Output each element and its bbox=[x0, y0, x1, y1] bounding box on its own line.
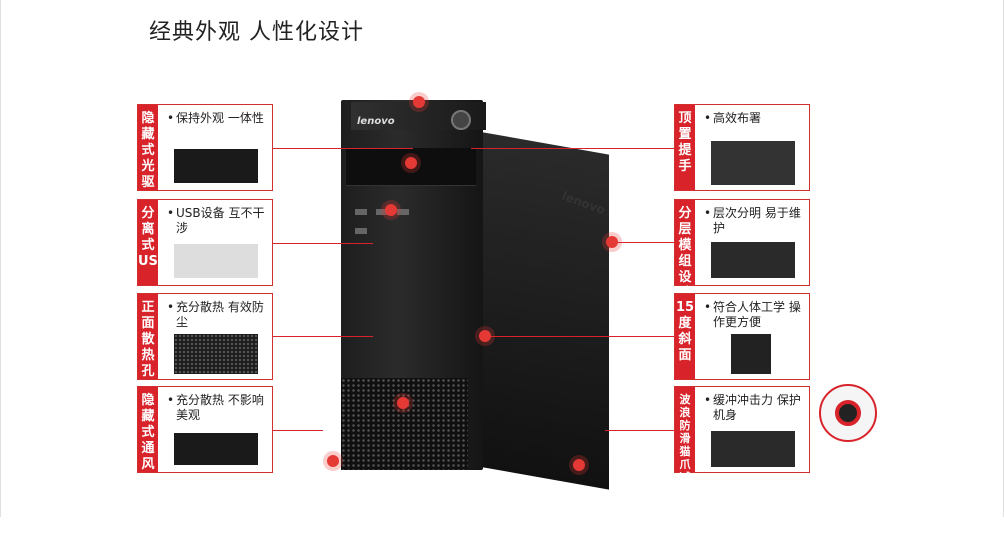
feature-card-top-handle: 顶置提手 高效布署 bbox=[674, 104, 810, 191]
connector-line bbox=[605, 430, 674, 431]
page-title: 经典外观 人性化设计 bbox=[149, 20, 364, 45]
connector-line bbox=[273, 336, 373, 337]
feature-text: 高效布署 bbox=[704, 111, 809, 126]
feature-tag: 隐藏式光驱 bbox=[138, 105, 158, 190]
feature-tag: 顶置提手 bbox=[675, 105, 695, 190]
front-vent-grille bbox=[341, 378, 468, 470]
hotspot-dot bbox=[413, 96, 425, 108]
front-usb-ports bbox=[355, 200, 431, 234]
feature-text: 充分散热 不影响美观 bbox=[167, 393, 272, 423]
drive-image bbox=[174, 149, 258, 183]
tower-side-panel bbox=[481, 132, 609, 490]
feature-text: 保持外观 一体性 bbox=[167, 111, 272, 126]
feature-card-hidden-drive: 隐藏式光驱 保持外观 一体性 bbox=[137, 104, 273, 191]
feature-tag: 15度斜面 bbox=[675, 294, 695, 379]
feature-text: 缓冲冲击力 保护机身 bbox=[704, 393, 809, 423]
connector-line bbox=[485, 336, 674, 337]
vent-slot-image bbox=[174, 433, 258, 465]
feature-text: 充分散热 有效防尘 bbox=[167, 300, 272, 330]
foot-pad-icon bbox=[835, 400, 861, 426]
feature-card-slope: 15度斜面 符合人体工学 操作更方便 bbox=[674, 293, 810, 380]
hotspot-dot bbox=[327, 455, 339, 467]
hotspot-dot bbox=[397, 397, 409, 409]
feature-card-front-vent: 正面散热孔 充分散热 有效防尘 bbox=[137, 293, 273, 380]
feature-card-hidden-vent: 隐藏式通风口 充分散热 不影响美观 bbox=[137, 386, 273, 488]
usb-ports-image bbox=[174, 244, 258, 278]
feature-tag: 隐藏式通风口 bbox=[138, 387, 158, 488]
connector-line bbox=[471, 148, 674, 149]
hotspot-dot bbox=[385, 204, 397, 216]
slope-image bbox=[731, 334, 771, 374]
feature-tag: 波浪防滑猫爪减震脚垫设计 bbox=[675, 387, 695, 549]
vent-image bbox=[174, 334, 258, 374]
foot-pad-detail bbox=[819, 384, 877, 442]
handle-image bbox=[711, 141, 795, 185]
hotspot-dot bbox=[573, 459, 585, 471]
feature-text: 层次分明 易于维护 bbox=[704, 206, 809, 236]
connector-line bbox=[273, 430, 323, 431]
feature-card-foot-pad: 波浪防滑猫爪减震脚垫设计 缓冲冲击力 保护机身 bbox=[674, 386, 810, 549]
connector-line bbox=[273, 148, 413, 149]
feature-tag: 分离式USB bbox=[138, 200, 168, 285]
audio-port-icon bbox=[376, 209, 389, 215]
audio-port-icon bbox=[397, 209, 410, 215]
hotspot-dot bbox=[606, 236, 618, 248]
brand-logo: lenovo bbox=[357, 116, 395, 127]
feature-tag: 分层模组设计 bbox=[675, 200, 695, 301]
feature-tag: 正面散热孔 bbox=[138, 294, 158, 379]
hotspot-dot bbox=[479, 330, 491, 342]
foot-pad-image bbox=[711, 431, 795, 467]
connector-line bbox=[611, 242, 674, 243]
feature-text: USB设备 互不干涉 bbox=[167, 206, 272, 236]
feature-card-layered: 分层模组设计 层次分明 易于维护 bbox=[674, 199, 810, 301]
hotspot-dot bbox=[405, 157, 417, 169]
usb-port-icon bbox=[355, 228, 367, 234]
connector-line bbox=[273, 243, 373, 244]
feature-text: 符合人体工学 操作更方便 bbox=[704, 300, 809, 330]
product-feature-banner: 经典外观 人性化设计 lenovo lenovo 隐藏式光驱 保持外观 一体性 … bbox=[0, 0, 1004, 517]
usb-port-icon bbox=[355, 209, 367, 215]
power-button-icon bbox=[451, 110, 471, 130]
feature-card-usb: 分离式USB USB设备 互不干涉 bbox=[137, 199, 273, 286]
module-image bbox=[711, 242, 795, 278]
